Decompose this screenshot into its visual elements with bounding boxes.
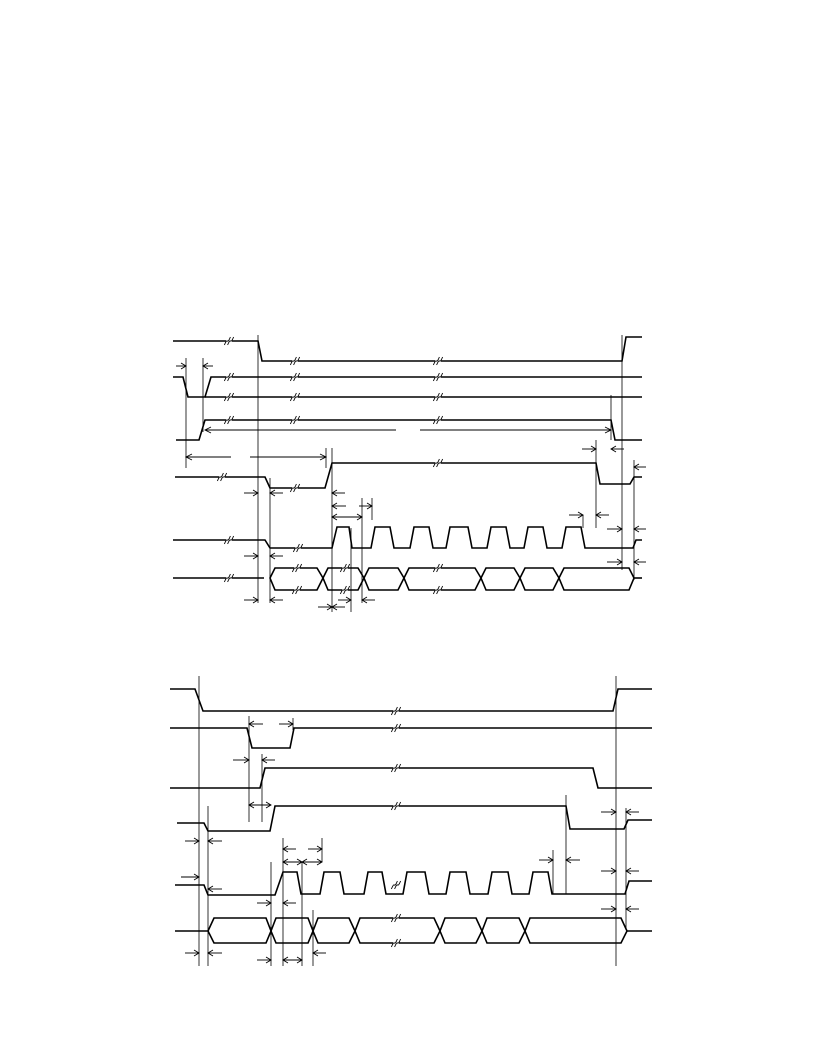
guide-lines [185,335,635,612]
break-mark-icon [432,585,444,595]
break-mark-icon [223,415,235,425]
break-mark-icon [289,372,301,382]
break-mark-icon [432,372,444,382]
waveform-5 [175,462,642,489]
break-mark-icon [223,573,235,583]
break-mark-icon [289,415,301,425]
break-mark-icon [292,543,304,553]
break-mark-icon [432,415,444,425]
break-mark-icon [223,392,235,402]
break-mark-icon [291,563,303,573]
break-mark-icon [390,763,402,773]
break-mark-icon [432,392,444,402]
timing-arrows [181,720,639,964]
waveform-6 [173,526,642,549]
waveform-2 [170,727,652,749]
break-mark-icon [223,372,235,382]
timing-arrows [176,362,646,611]
break-mark-icon [339,563,351,573]
waveform-4 [177,805,652,832]
timing-diagram-1 [173,335,646,612]
break-mark-icon [390,938,402,948]
break-mark-icon [289,356,301,366]
waveform-2 [173,376,642,398]
break-mark-icon [390,706,402,948]
break-mark-icon [390,880,402,890]
break-mark-icon [432,356,444,366]
break-mark-icon [291,585,303,595]
break-mark-icon [289,483,301,493]
waveform-3 [170,767,652,789]
waveform-6 [175,917,652,944]
break-mark-icon [390,913,402,923]
waveform-1 [173,336,642,362]
break-mark-icon [289,392,301,402]
guide-lines [198,676,627,966]
break-mark-icon [390,801,402,811]
break-mark-icon [432,563,444,573]
break-mark-icon [390,723,402,733]
break-mark-icon [223,336,235,346]
break-mark-icon [390,706,402,716]
dimension-line [184,426,613,461]
waveform-5 [175,871,652,896]
break-mark-icon [339,585,351,595]
waveform-1 [170,688,652,712]
waveform-4 [176,419,642,441]
break-mark-icon [223,535,235,545]
timing-diagram-2 [170,676,652,966]
break-mark-icon [216,472,228,482]
break-mark-icon [432,458,444,468]
break-mark-icon [216,336,444,595]
waveform-7 [173,567,642,591]
